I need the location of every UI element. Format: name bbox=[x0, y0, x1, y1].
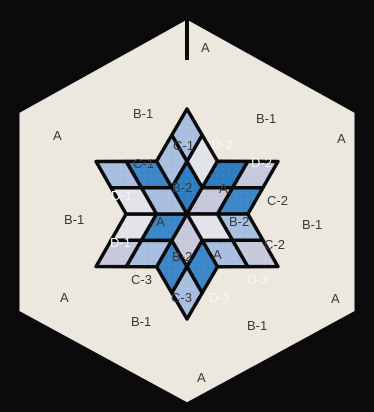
quilt-block: A A A A A A A A A B-1 C-1 C-1 D-2 B-1 D-… bbox=[0, 0, 374, 412]
quilt-photo: A A A A A A A A A B-1 C-1 C-1 D-2 B-1 D-… bbox=[0, 0, 374, 412]
